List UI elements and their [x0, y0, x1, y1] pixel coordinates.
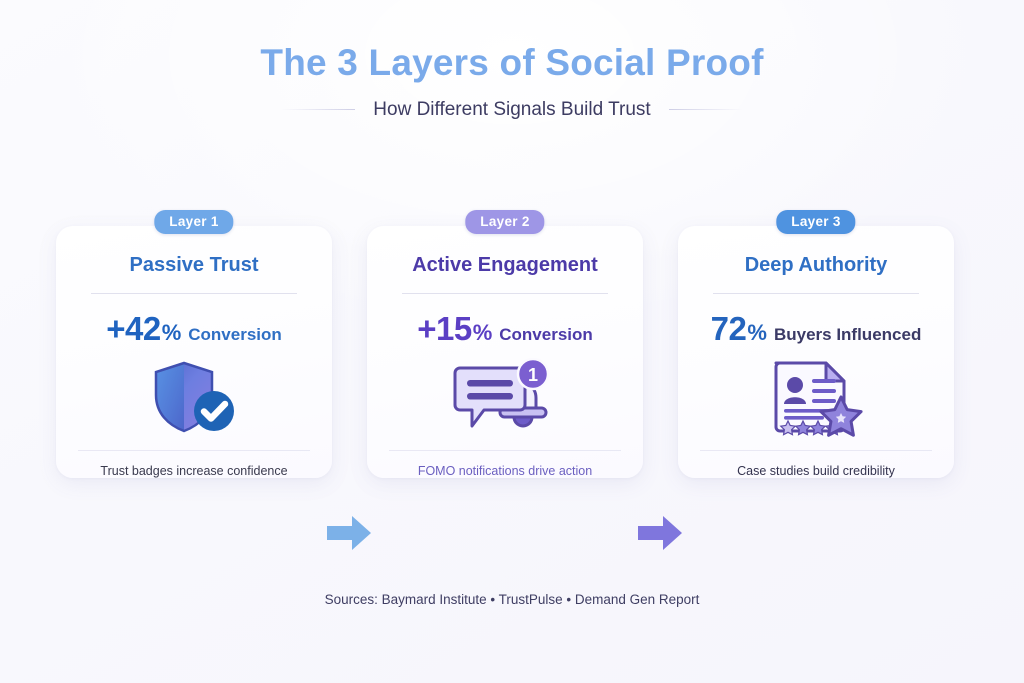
layer-stat-2: +15 % Conversion: [417, 310, 593, 348]
layer-badge-1: Layer 1: [154, 210, 234, 234]
layers-row: Layer 1 Passive Trust +42 % Conversion: [0, 208, 1024, 550]
chat-bell-notification-icon: 1: [450, 357, 560, 441]
stat-label: Buyers Influenced: [773, 325, 922, 344]
card-footer-divider: [700, 450, 932, 451]
layer-badge-3: Layer 3: [776, 210, 856, 234]
arrow-layer1-to-layer2: [325, 513, 373, 553]
stat-label: Conversion: [499, 325, 593, 344]
layer-card-2[interactable]: Layer 2 Active Engagement +15 % Conversi…: [359, 208, 651, 498]
layer-caption-1: Trust badges increase confidence: [100, 464, 288, 478]
layer-card-body-1: Passive Trust +42 % Conversion: [56, 226, 332, 478]
stat-percent: %: [472, 320, 493, 345]
layer-badge-2: Layer 2: [465, 210, 545, 234]
layer-title-1: Passive Trust: [129, 254, 259, 276]
stat-number: +15: [417, 310, 472, 347]
layer-card-body-3: Deep Authority 72 % Buyers Influenced: [678, 226, 954, 478]
header: The 3 Layers of Social Proof How Differe…: [0, 42, 1024, 121]
subtitle-rule-right: [668, 109, 743, 111]
layer-title-3: Deep Authority: [744, 254, 888, 276]
layer-stat-3: 72 % Buyers Influenced: [711, 310, 922, 348]
icon-area: [678, 348, 954, 450]
card-divider: [713, 293, 919, 294]
card-footer-divider: [389, 450, 621, 451]
layer-caption-2: FOMO notifications drive action: [417, 464, 593, 478]
card-divider: [91, 293, 297, 294]
sources-footer: Sources: Baymard Institute • TrustPulse …: [324, 592, 700, 607]
layer-title-2: Active Engagement: [412, 254, 598, 276]
shield-check-icon: [148, 359, 240, 440]
stat-label: Conversion: [188, 325, 282, 344]
layer-card-3[interactable]: Layer 3 Deep Authority 72 % Buyers Influ…: [670, 208, 962, 498]
notification-count: 1: [528, 365, 538, 385]
case-study-document-stars-icon: [768, 357, 864, 442]
layer-card-1[interactable]: Layer 1 Passive Trust +42 % Conversion: [48, 208, 340, 498]
stat-number: 72: [710, 310, 747, 347]
subtitle-row: How Different Signals Build Trust: [0, 99, 1024, 121]
subtitle-rule-left: [281, 109, 356, 111]
card-divider: [402, 293, 608, 294]
page-title: The 3 Layers of Social Proof: [260, 42, 764, 83]
arrow-layer2-to-layer3: [636, 513, 684, 553]
stat-percent: %: [747, 320, 767, 345]
stat-number: +42: [106, 310, 161, 347]
icon-area: [56, 348, 332, 450]
layer-card-body-2: Active Engagement +15 % Conversion: [367, 226, 643, 478]
icon-area: 1: [367, 348, 643, 450]
layer-stat-1: +42 % Conversion: [106, 310, 282, 348]
stat-percent: %: [161, 320, 182, 345]
page-subtitle: How Different Signals Build Trust: [373, 98, 651, 120]
card-footer-divider: [78, 450, 310, 451]
layer-caption-3: Case studies build credibility: [737, 464, 895, 478]
